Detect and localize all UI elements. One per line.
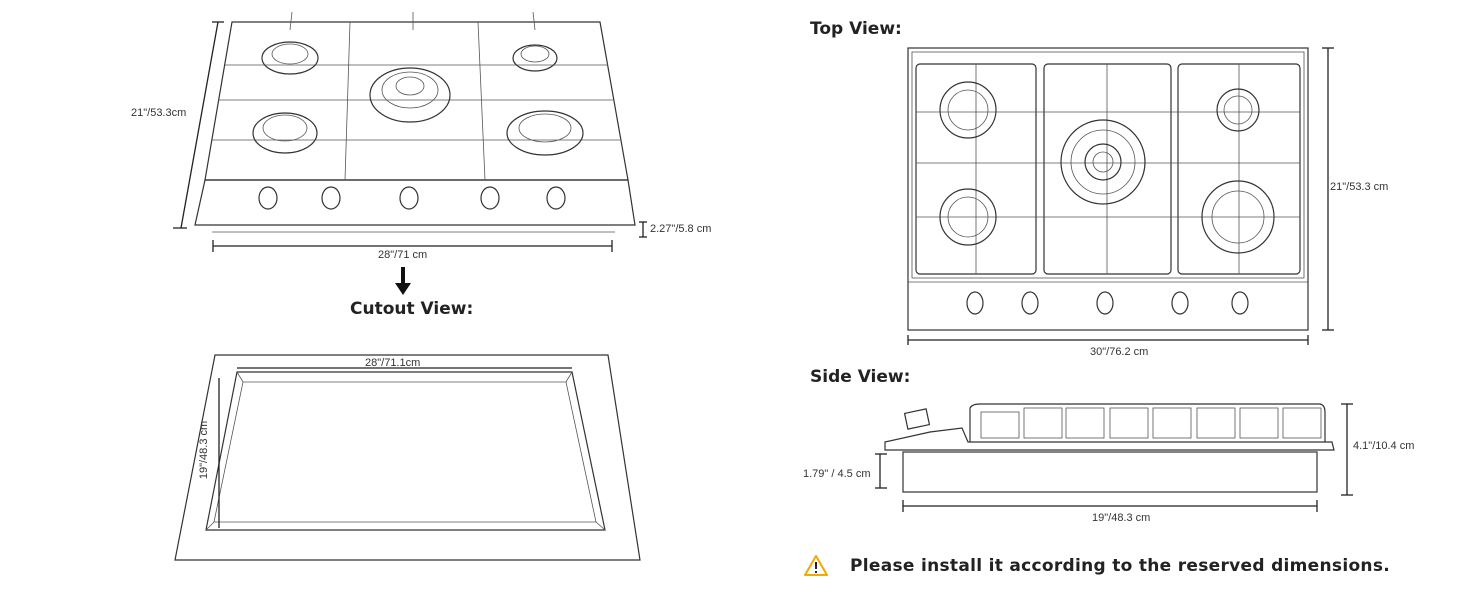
side-view-drawing (875, 403, 1353, 512)
perspective-width-label: 28"/71 cm (378, 249, 428, 261)
side-total-height-label: 4.1"/10.4 cm (1353, 440, 1415, 452)
install-notice: Please install it according to the reser… (850, 556, 1391, 576)
knobs (258, 186, 566, 210)
top-view-width-label: 30"/76.2 cm (1090, 346, 1149, 358)
top-view-depth-label: 21"/53.3 cm (1330, 181, 1389, 193)
side-view-title: Side View: (810, 367, 911, 387)
side-base-width-label: 19"/48.3 cm (1092, 512, 1151, 524)
cutout-drawing (174, 354, 641, 561)
cutout-view-title: Cutout View: (350, 299, 474, 319)
down-arrow-icon (395, 267, 411, 295)
warning-icon (804, 555, 828, 576)
side-base-height-label: 1.79" / 4.5 cm (803, 468, 871, 480)
perspective-depth-label: 21"/53.3cm (131, 107, 187, 119)
cutout-width-label: 28"/71.1cm (365, 357, 421, 369)
knobs (966, 291, 1249, 315)
cutout-depth-label: 19"/48.3 cm (198, 420, 210, 480)
top-view-title: Top View: (810, 19, 902, 39)
top-view-drawing (907, 47, 1334, 345)
perspective-cooktop-drawing (173, 11, 647, 295)
burners (939, 81, 1275, 254)
perspective-height-label: 2.27"/5.8 cm (650, 223, 712, 235)
